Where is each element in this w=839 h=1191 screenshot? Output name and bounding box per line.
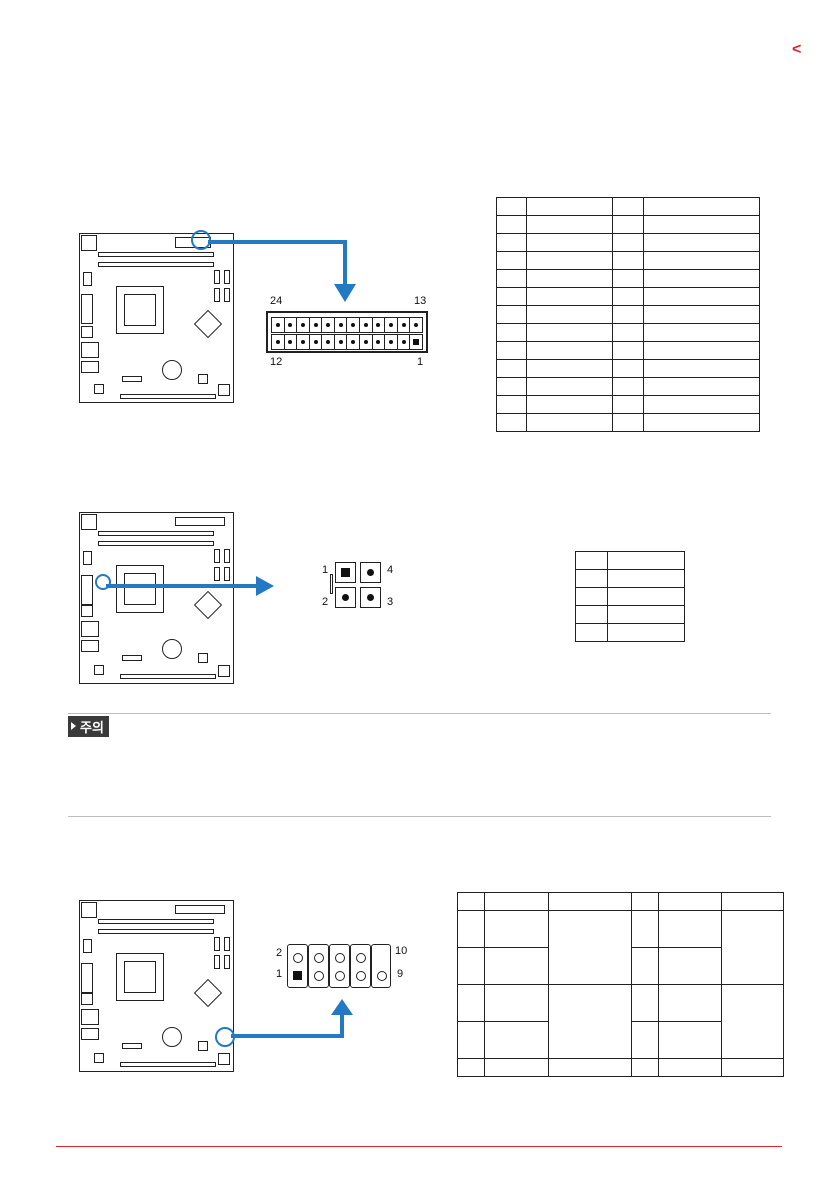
motherboard-diagram-2 bbox=[79, 512, 234, 684]
table-row bbox=[496, 215, 760, 234]
footer-rule bbox=[56, 1146, 782, 1147]
atx24-label-12: 12 bbox=[270, 356, 283, 368]
motherboard-diagram-3 bbox=[79, 900, 235, 1072]
table-row bbox=[496, 251, 760, 270]
header10-label-10: 10 bbox=[395, 945, 408, 957]
table-row bbox=[457, 1058, 784, 1077]
atx24-label-1: 1 bbox=[417, 356, 424, 368]
table-row bbox=[575, 569, 686, 588]
table-row bbox=[496, 269, 760, 288]
atx4-pin-table bbox=[575, 551, 686, 642]
table-row bbox=[575, 587, 686, 606]
table-row bbox=[457, 910, 784, 985]
page-nav-chevron[interactable]: < bbox=[792, 41, 802, 58]
header10-label-2: 2 bbox=[276, 947, 283, 959]
header10-pointer-arrow bbox=[231, 999, 353, 1038]
table-row bbox=[457, 892, 784, 911]
table-row bbox=[575, 605, 686, 624]
atx24-pointer-arrow bbox=[208, 240, 356, 302]
table-row bbox=[496, 395, 760, 414]
atx4-label-1: 1 bbox=[322, 564, 329, 576]
table-row bbox=[496, 287, 760, 306]
atx24-connector bbox=[266, 311, 428, 353]
motherboard-diagram-1 bbox=[79, 230, 234, 403]
note-top-rule bbox=[68, 713, 771, 714]
table-row bbox=[496, 359, 760, 378]
atx24-label-24: 24 bbox=[270, 295, 283, 307]
atx4-label-4: 4 bbox=[387, 564, 394, 576]
table-row bbox=[457, 947, 784, 985]
atx4-highlight-ring bbox=[95, 574, 111, 590]
atx4-label-2: 2 bbox=[322, 596, 329, 608]
header10-label-1: 1 bbox=[276, 968, 283, 980]
atx4-label-3: 3 bbox=[387, 596, 394, 608]
note-badge: 주의 bbox=[68, 716, 109, 737]
atx4-connector bbox=[330, 560, 383, 610]
table-row bbox=[575, 551, 686, 570]
header10-pin-table bbox=[457, 892, 784, 1077]
table-row bbox=[496, 377, 760, 396]
header10-label-9: 9 bbox=[397, 968, 404, 980]
table-row bbox=[496, 341, 760, 360]
table-row bbox=[496, 233, 760, 252]
header10-connector bbox=[287, 944, 391, 988]
table-row bbox=[496, 197, 760, 216]
table-row bbox=[457, 984, 784, 1059]
note-bottom-rule bbox=[68, 816, 771, 817]
atx24-pin-table bbox=[496, 197, 760, 432]
table-row bbox=[496, 323, 760, 342]
table-row bbox=[496, 305, 760, 324]
atx24-label-13: 13 bbox=[414, 295, 427, 307]
atx4-pointer-arrow bbox=[106, 576, 274, 596]
table-row bbox=[496, 413, 760, 432]
table-row bbox=[575, 623, 686, 642]
